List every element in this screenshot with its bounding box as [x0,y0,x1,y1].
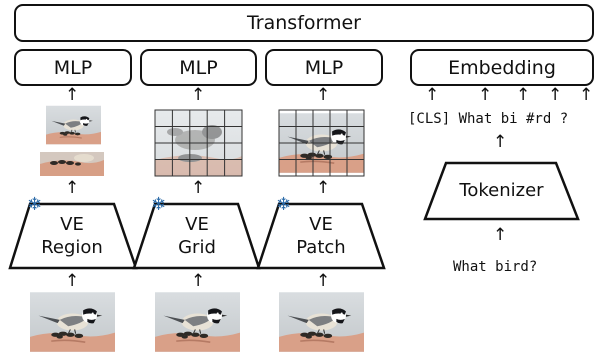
arrow-up-icon: ↑ [493,132,508,152]
arrow-up-icon: ↑ [579,85,594,105]
snowflake-icon: ❄ [276,194,292,215]
ve-patch-trapezoid [256,202,386,270]
arrow-up-icon: ↑ [316,271,331,291]
arrow-up-icon: ↑ [548,85,563,105]
transformer-label: Transformer [246,12,361,34]
ve-label-line1: VE [309,214,333,235]
mlp-box-grid: MLP [140,49,257,86]
arrow-up-icon: ↑ [516,85,531,105]
ve-grid-label: VE Grid [152,213,242,259]
ve-label-line2: Region [41,237,103,258]
arrow-up-icon: ↑ [65,178,80,198]
transformer-box: Transformer [14,4,594,42]
input-image-region [30,292,115,352]
region-crop-head [46,105,101,145]
arrow-up-icon: ↑ [316,178,331,198]
input-image-grid [155,292,240,352]
arrow-up-icon: ↑ [493,225,508,245]
arrow-up-icon: ↑ [191,271,206,291]
arrow-up-icon: ↑ [425,85,440,105]
input-text: What bird? [453,259,538,275]
snowflake-icon: ❄ [151,194,167,215]
mlp-box-region: MLP [14,49,132,86]
mlp-box-patch: MLP [265,49,383,86]
region-crop-hand [40,152,104,176]
ve-region-label: VE Region [27,213,117,259]
ve-label-line1: VE [185,214,209,235]
mlp-label: MLP [179,56,218,79]
tokenizer-trapezoid [423,161,580,221]
ve-label-line1: VE [60,214,84,235]
embedding-label: Embedding [448,56,556,79]
arrow-up-icon: ↑ [65,85,80,105]
arrow-up-icon: ↑ [316,85,331,105]
snowflake-icon: ❄ [27,194,43,215]
input-image-patch [279,292,364,352]
arrow-up-icon: ↑ [191,85,206,105]
grid-image [154,109,243,177]
mlp-label: MLP [53,56,93,79]
arrow-up-icon: ↑ [65,271,80,291]
ve-label-line2: Patch [296,237,346,258]
embedding-box: Embedding [410,49,594,86]
ve-patch-label: VE Patch [276,213,366,259]
ve-label-line2: Grid [178,237,216,258]
tokenizer-label: Tokenizer [459,180,544,201]
arrow-up-icon: ↑ [478,85,493,105]
patch-image [278,109,365,177]
mlp-label: MLP [304,56,344,79]
token-sequence: [CLS] What bi #rd ? [408,111,569,127]
arrow-up-icon: ↑ [191,178,206,198]
